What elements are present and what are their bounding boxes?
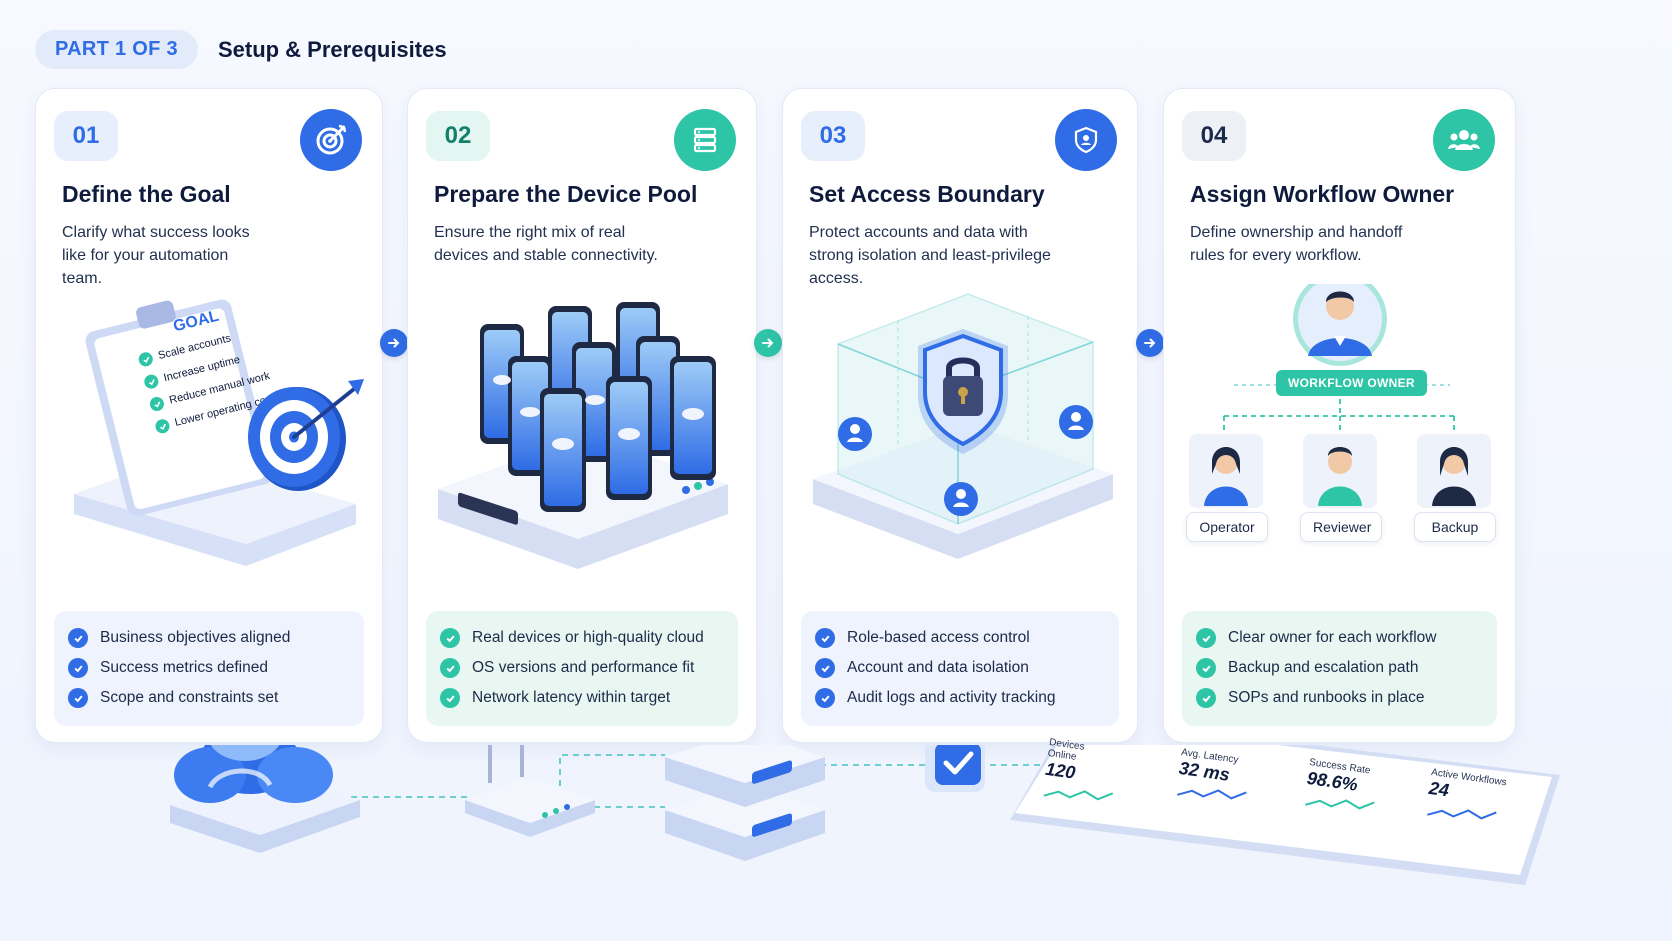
shield-user-icon	[1055, 109, 1117, 171]
check-icon	[440, 688, 460, 708]
checklist: Role-based access control Account and da…	[801, 611, 1119, 726]
check-label: OS versions and performance fit	[472, 659, 695, 676]
sparkline-icon	[1177, 789, 1247, 800]
metric-devices-online: Devices Online 120	[1041, 737, 1149, 818]
checklist: Clear owner for each workflow Backup and…	[1182, 611, 1497, 726]
check-item: Scope and constraints set	[68, 683, 350, 713]
verified-check-icon	[925, 745, 985, 792]
check-icon	[148, 395, 166, 413]
check-label: Success metrics defined	[100, 659, 268, 676]
card-title: Define the Goal	[62, 181, 231, 207]
part-badge: PART 1 OF 3	[35, 30, 198, 69]
check-item: Clear owner for each workflow	[1196, 623, 1483, 653]
check-label: Role-based access control	[847, 629, 1030, 646]
check-item: Backup and escalation path	[1196, 653, 1483, 683]
check-icon	[440, 628, 460, 648]
card-description: Define ownership and handoff rules for e…	[1190, 224, 1403, 264]
workflow-owner-label: WORKFLOW OWNER	[1276, 370, 1427, 396]
step-number: 03	[801, 111, 865, 161]
check-label: Network latency within target	[472, 689, 671, 706]
check-icon	[68, 628, 88, 648]
check-icon	[68, 658, 88, 678]
card-description: Protect accounts and data with strong is…	[809, 224, 1051, 287]
goal-clipboard: GOAL Scale accounts Increase uptime Redu…	[131, 298, 284, 435]
check-icon	[68, 688, 88, 708]
check-label: SOPs and runbooks in place	[1228, 689, 1425, 706]
sparkline-icon	[1043, 790, 1114, 801]
role-backup: Backup	[1414, 512, 1496, 542]
sparkline-icon	[1427, 809, 1497, 820]
step-number: 02	[426, 111, 490, 161]
sparkline-icon	[1305, 799, 1375, 810]
step-card-3: 03 Set Access Boundary Protect accounts …	[782, 88, 1138, 743]
check-label: Account and data isolation	[847, 659, 1029, 676]
check-item: Business objectives aligned	[68, 623, 350, 653]
check-label: Backup and escalation path	[1228, 659, 1419, 676]
team-icon	[1433, 109, 1495, 171]
step-card-4: 04 Assign Workflow Owner Define ownershi…	[1163, 88, 1516, 743]
step-number: 04	[1182, 111, 1246, 161]
step-card-2: 02 Prepare the Device Pool Ensure the ri…	[407, 88, 757, 743]
role-reviewer: Reviewer	[1300, 512, 1382, 542]
check-icon	[815, 658, 835, 678]
page-title: Setup & Prerequisites	[217, 36, 447, 62]
check-icon	[1196, 688, 1216, 708]
check-item: Success metrics defined	[68, 653, 350, 683]
check-label: Clear owner for each workflow	[1228, 629, 1437, 646]
check-icon	[137, 350, 155, 368]
step-number: 01	[54, 111, 118, 161]
check-icon	[1196, 628, 1216, 648]
next-arrow-icon	[754, 329, 782, 357]
metric-avg-latency: Avg. Latency 32 ms	[1174, 747, 1281, 817]
check-item: Account and data isolation	[815, 653, 1105, 683]
check-item: SOPs and runbooks in place	[1196, 683, 1483, 713]
check-item: Role-based access control	[815, 623, 1105, 653]
check-label: Business objectives aligned	[100, 629, 291, 646]
metric-success-rate: Success Rate 98.6%	[1302, 757, 1409, 827]
card-title: Assign Workflow Owner	[1190, 181, 1455, 207]
role-operator: Operator	[1186, 512, 1268, 542]
bullseye-icon	[248, 379, 364, 491]
check-icon	[815, 628, 835, 648]
next-arrow-icon	[1136, 329, 1164, 357]
check-item: Network latency within target	[440, 683, 724, 713]
server-icon	[674, 109, 736, 171]
card-title: Prepare the Device Pool	[434, 181, 698, 207]
next-arrow-icon	[380, 329, 408, 357]
infrastructure-strip: Devices Online 120 Avg. Latency 32 ms Su…	[0, 737, 1672, 941]
check-icon	[142, 373, 160, 391]
checklist: Real devices or high-quality cloud OS ve…	[426, 611, 738, 726]
check-icon	[1196, 658, 1216, 678]
access-boundary-illustration	[793, 284, 1127, 684]
metric-active-workflows: Active Workflows 24	[1424, 767, 1531, 837]
check-item: OS versions and performance fit	[440, 653, 724, 683]
device-pool-illustration	[418, 284, 746, 684]
goal-illustration: GOAL Scale accounts Increase uptime Redu…	[46, 284, 372, 684]
check-item: Audit logs and activity tracking	[815, 683, 1105, 713]
card-description: Ensure the right mix of real devices and…	[434, 224, 658, 264]
target-icon	[300, 109, 362, 171]
page-header: PART 1 OF 3 Setup & Prerequisites	[35, 30, 447, 69]
cloud-icon	[170, 745, 360, 853]
check-icon	[153, 417, 171, 435]
dashboard-tablet	[1010, 745, 1560, 885]
workflow-owner-illustration: WORKFLOW OWNER Operator Reviewer Backup	[1174, 284, 1505, 684]
check-label: Audit logs and activity tracking	[847, 689, 1056, 706]
check-item: Real devices or high-quality cloud	[440, 623, 724, 653]
check-icon	[815, 688, 835, 708]
router-icon	[465, 745, 595, 837]
step-card-1: 01 Define the Goal Clarify what success …	[35, 88, 383, 743]
card-description: Clarify what success looks like for your…	[62, 224, 250, 287]
check-icon	[440, 658, 460, 678]
card-title: Set Access Boundary	[809, 181, 1045, 207]
server-stack-icon	[665, 745, 825, 861]
checklist: Business objectives aligned Success metr…	[54, 611, 364, 726]
check-label: Scope and constraints set	[100, 689, 279, 706]
check-label: Real devices or high-quality cloud	[472, 629, 704, 646]
